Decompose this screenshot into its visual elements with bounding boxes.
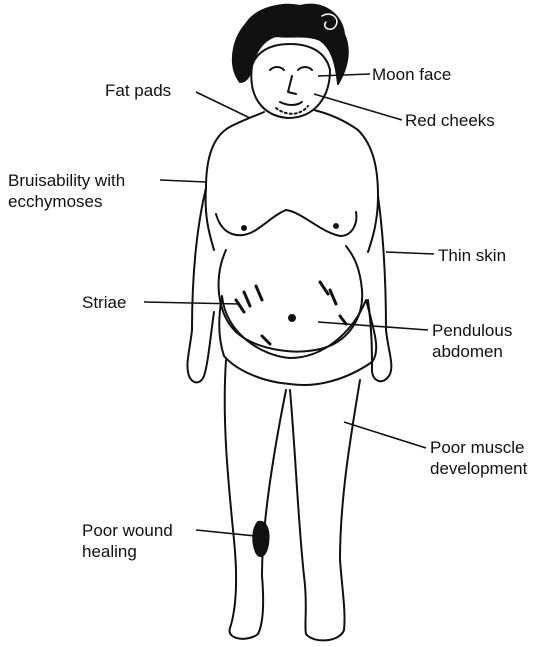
label-poor-muscle-line1: Poor muscle	[430, 437, 527, 458]
thin-skin-leader	[386, 252, 434, 254]
label-fat-pads-text: Fat pads	[105, 80, 171, 101]
label-fat-pads: Fat pads	[105, 80, 171, 101]
label-bruisability: Bruisability with ecchymoses	[8, 170, 125, 212]
label-striae: Striae	[82, 292, 126, 313]
right-leg	[290, 380, 360, 640]
label-poor-muscle-line2: development	[430, 458, 527, 479]
label-poor-wound-line2: healing	[82, 541, 173, 562]
label-red-cheeks: Red cheeks	[405, 110, 495, 131]
label-thin-skin-text: Thin skin	[438, 245, 506, 266]
label-poor-wound: Poor wound healing	[82, 520, 173, 562]
bruisability-leader	[160, 180, 206, 182]
label-bruisability-line2: ecchymoses	[8, 191, 125, 212]
label-pendulous-line2: abdomen	[432, 341, 512, 362]
label-pendulous-abdomen: Pendulous abdomen	[432, 320, 512, 362]
striae-leader	[144, 302, 240, 304]
poor-wound-leader	[196, 530, 256, 536]
poor-muscle-leader	[344, 422, 426, 448]
label-striae-text: Striae	[82, 292, 126, 313]
label-moon-face: Moon face	[372, 64, 451, 85]
label-poor-muscle: Poor muscle development	[430, 437, 527, 479]
label-thin-skin: Thin skin	[438, 245, 506, 266]
fat-pads-leader	[196, 92, 250, 118]
striae-marks	[236, 282, 346, 344]
left-leg	[225, 360, 286, 639]
red-cheeks-leader	[314, 94, 402, 120]
label-red-cheeks-text: Red cheeks	[405, 110, 495, 131]
label-poor-wound-line1: Poor wound	[82, 520, 173, 541]
label-bruisability-line1: Bruisability with	[8, 170, 125, 191]
breasts	[216, 210, 356, 236]
right-arm	[368, 196, 391, 381]
left-arm	[187, 188, 214, 382]
label-pendulous-line1: Pendulous	[432, 320, 512, 341]
label-moon-face-text: Moon face	[372, 64, 451, 85]
bruise-patch	[253, 522, 268, 556]
